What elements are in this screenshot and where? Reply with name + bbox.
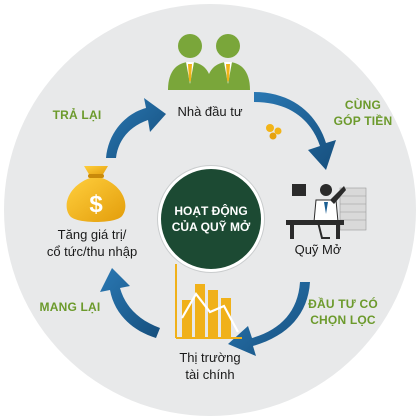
center-title-line2: CỦA QUỸ MỞ bbox=[171, 220, 251, 234]
market-label: Thị trường tài chính bbox=[179, 350, 241, 382]
value-label: Tăng giá trị/ cổ tức/thu nhập bbox=[46, 227, 138, 259]
contribute-label: CÙNG GÓP TIỀN bbox=[333, 98, 393, 128]
investors-label: Nhà đầu tư bbox=[177, 104, 243, 119]
return-label: TRẢ LẠI bbox=[52, 108, 102, 122]
center-title: HOẠT ĐỘNG CỦA QUỸ MỞ bbox=[158, 166, 264, 272]
invest-label: ĐẦU TƯ CÓ CHỌN LỌC bbox=[308, 297, 378, 327]
bring-label: MANG LẠI bbox=[39, 300, 101, 314]
arrow-return bbox=[106, 98, 166, 158]
svg-text:$: $ bbox=[89, 191, 103, 218]
money-bag-icon: $ bbox=[66, 166, 126, 222]
center-title-line1: HOẠT ĐỘNG bbox=[174, 203, 248, 218]
arrow-contribute bbox=[254, 92, 336, 170]
two-investors-icon bbox=[168, 34, 250, 90]
businessman-desk-icon bbox=[286, 184, 367, 239]
arrow-invest bbox=[228, 282, 310, 356]
bar-chart-icon bbox=[175, 264, 242, 339]
arrow-bring bbox=[100, 268, 160, 338]
fund-label: Quỹ Mở bbox=[294, 242, 342, 257]
coins-icon bbox=[266, 124, 282, 140]
